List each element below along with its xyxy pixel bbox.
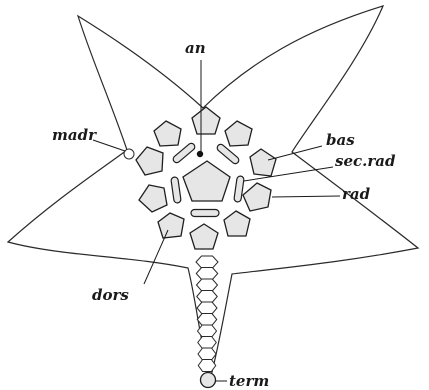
dorsal-ossicle — [196, 256, 218, 268]
dorsal-ossicle — [196, 268, 218, 280]
label-dors: dors — [92, 286, 129, 304]
dorsal-ossicle — [197, 291, 218, 303]
label-bas: bas — [326, 131, 355, 149]
leader-madr — [93, 140, 125, 151]
label-madr: madr — [52, 126, 97, 144]
label-rad: rad — [342, 185, 371, 203]
dorsal-ossicle — [198, 348, 216, 360]
madreporite — [124, 149, 134, 159]
secondary-radial-plate — [191, 210, 219, 217]
label-an: an — [185, 39, 206, 57]
dorsal-ossicle — [198, 325, 217, 337]
dorsal-ossicle — [197, 302, 217, 314]
terminal-plate — [201, 373, 216, 388]
dorsal-ossicle — [198, 337, 217, 349]
label-term: term — [229, 372, 269, 390]
dorsal-ossicle — [197, 279, 218, 291]
anal-opening — [197, 151, 203, 157]
dorsal-ossicle — [197, 314, 217, 326]
dorsal-ossicle — [198, 360, 216, 372]
label-sec-rad: sec.rad — [335, 152, 396, 170]
